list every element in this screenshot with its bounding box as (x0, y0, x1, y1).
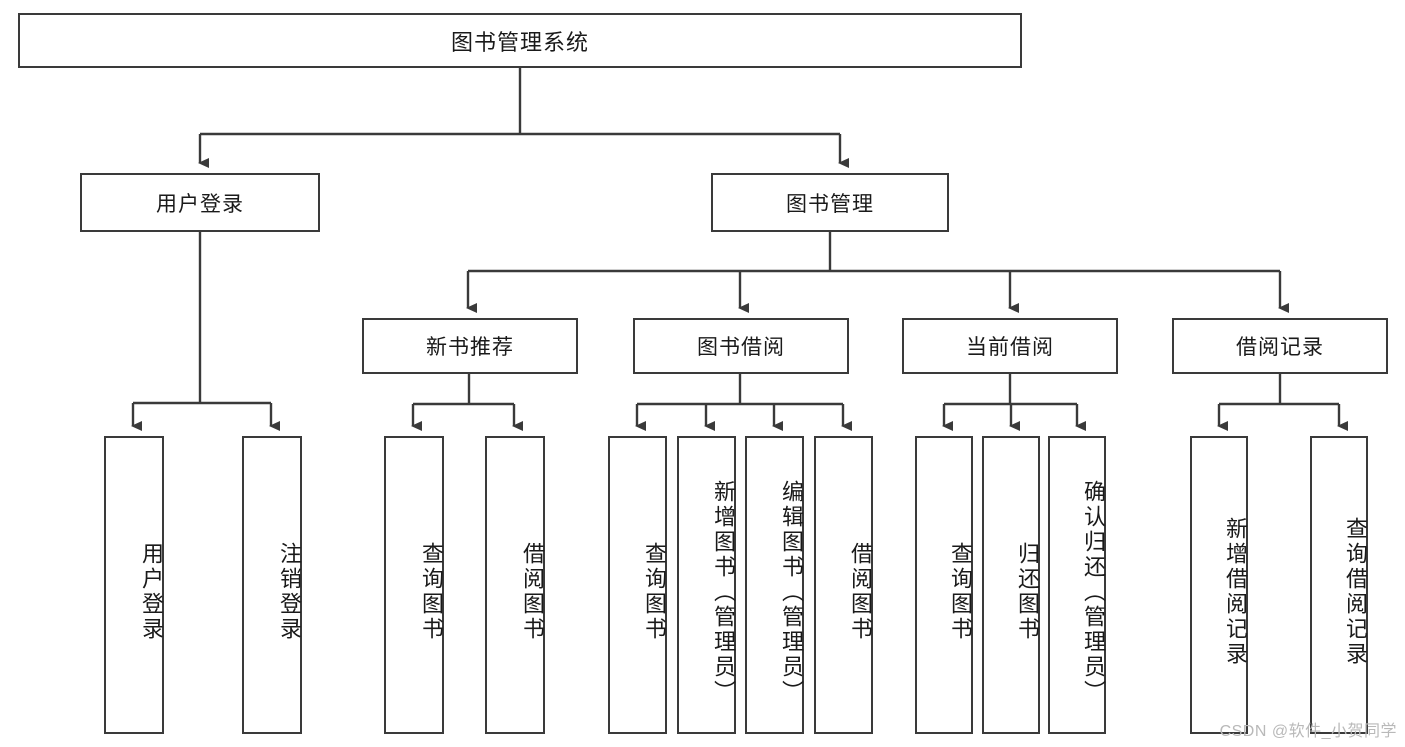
node-label: 图书管理系统 (450, 29, 589, 55)
leaf-records-add-record[interactable]: 新增借阅记录 (1190, 436, 1248, 734)
leaf-borrow-add-book-admin[interactable]: 新增图书（管理员） (677, 436, 736, 734)
leaf-recommend-query-book[interactable]: 查询图书 (384, 436, 444, 734)
node-label: 注销登录 (277, 542, 302, 642)
node-borrow-records[interactable]: 借阅记录 (1172, 318, 1388, 374)
leaf-current-confirm-return-admin[interactable]: 确认归还（管理员） (1048, 436, 1106, 734)
leaf-records-query-record[interactable]: 查询借阅记录 (1310, 436, 1368, 734)
node-label: 查询借阅记录 (1343, 517, 1368, 667)
leaf-borrow-borrow-book[interactable]: 借阅图书 (814, 436, 873, 734)
node-current-borrow[interactable]: 当前借阅 (902, 318, 1118, 374)
node-label: 查询图书 (948, 542, 973, 642)
leaf-borrow-edit-book-admin[interactable]: 编辑图书（管理员） (745, 436, 804, 734)
node-label: 用户登录 (156, 192, 244, 216)
leaf-current-query-book[interactable]: 查询图书 (915, 436, 973, 734)
node-label: 新书推荐 (426, 336, 514, 359)
leaf-current-return-book[interactable]: 归还图书 (982, 436, 1040, 734)
node-new-book-recommend[interactable]: 新书推荐 (362, 318, 578, 374)
node-label: 归还图书 (1015, 542, 1040, 642)
node-label: 借阅图书 (520, 542, 545, 642)
node-label: 编辑图书（管理员） (779, 479, 804, 705)
node-book-borrow[interactable]: 图书借阅 (633, 318, 849, 374)
node-label: 新增借阅记录 (1223, 517, 1248, 667)
node-label: 用户登录 (139, 542, 164, 642)
node-label: 查询图书 (642, 542, 667, 642)
node-label: 新增图书（管理员） (711, 479, 736, 705)
leaf-user-login[interactable]: 用户登录 (104, 436, 164, 734)
node-label: 借阅记录 (1236, 336, 1324, 359)
csdn-watermark: CSDN @软件_小贺同学 (1219, 723, 1397, 740)
node-label: 图书管理 (786, 192, 874, 216)
node-root-system[interactable]: 图书管理系统 (18, 13, 1022, 68)
node-user-login[interactable]: 用户登录 (80, 173, 320, 232)
node-label: 借阅图书 (848, 542, 873, 642)
node-book-management[interactable]: 图书管理 (711, 173, 949, 232)
leaf-borrow-query-book[interactable]: 查询图书 (608, 436, 667, 734)
node-label: 图书借阅 (697, 336, 785, 359)
leaf-recommend-borrow-book[interactable]: 借阅图书 (485, 436, 545, 734)
node-label: 查询图书 (419, 542, 444, 642)
leaf-user-logout[interactable]: 注销登录 (242, 436, 302, 734)
node-label: 确认归还（管理员） (1081, 479, 1106, 705)
node-label: 当前借阅 (966, 336, 1054, 359)
